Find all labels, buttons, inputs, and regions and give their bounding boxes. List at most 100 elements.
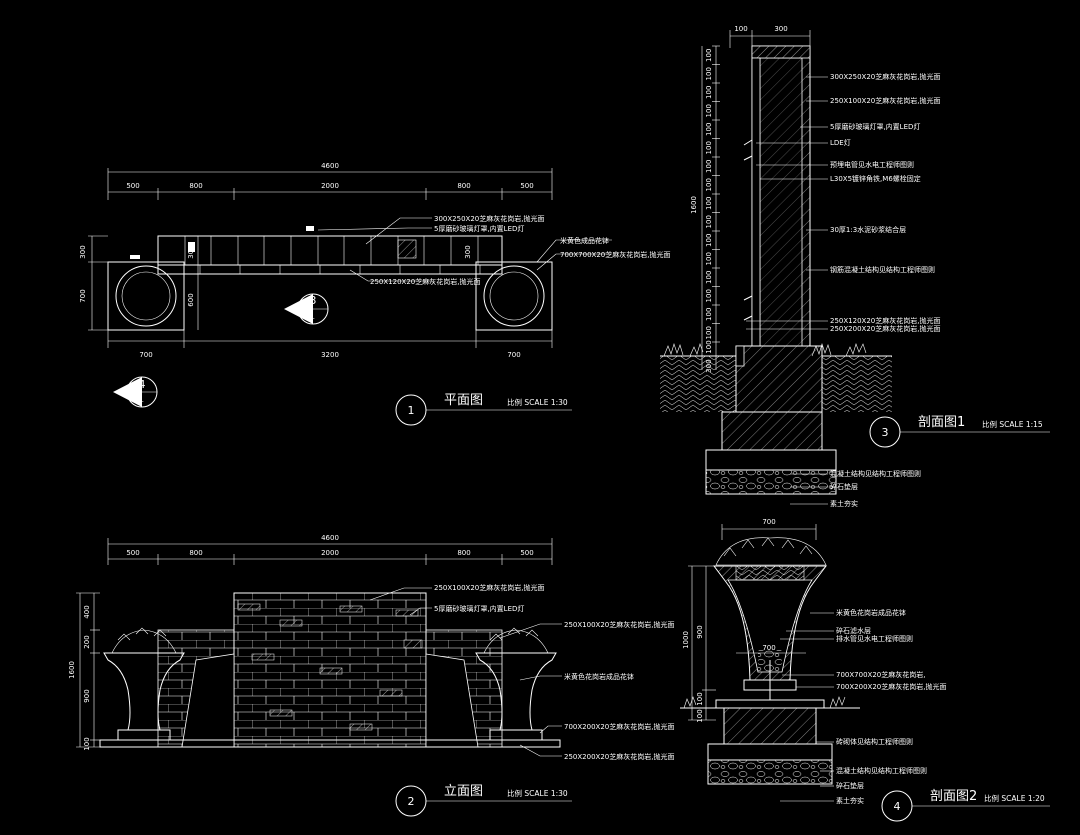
svg-text:–: –: [140, 397, 144, 405]
plan-dim-bottom-2: 3200: [321, 351, 339, 359]
plan-dim-total: 4600: [321, 162, 339, 170]
elev-title: 立面图: [444, 784, 483, 799]
plan-dim-d: 800: [457, 182, 470, 190]
s2-scale: 比例 SCALE 1:20: [984, 793, 1045, 803]
s1-dim-top-1: 100: [734, 25, 747, 33]
elev-dim-c: 2000: [321, 549, 339, 557]
s2-note-4: 700X700X20芝麻灰花岗岩,: [836, 670, 925, 679]
elev-note-1: 250X100X20芝麻灰花岗岩,抛光面: [434, 583, 544, 592]
section-marker-4: 4 –: [113, 376, 158, 408]
plan-scale: 比例 SCALE 1:30: [507, 397, 568, 407]
plan-dim-left-1: 300: [79, 245, 87, 258]
s1-dim-step: 100: [705, 160, 713, 173]
plan-dim-inner-2: 600: [187, 293, 195, 306]
s1-dim-step: 100: [705, 308, 713, 321]
plan-note-3: 米黄色成品花钵: [560, 236, 609, 245]
section2-view: 700 700 1000 900 100 100 米: [680, 518, 1050, 822]
s1-dim-step: 100: [705, 326, 713, 339]
elev-dim-left-4: 100: [83, 737, 91, 750]
plan-note-5: 250X120X20芝麻灰花岗岩,抛光面: [370, 277, 480, 286]
s1-dim-step: 100: [705, 67, 713, 80]
s1-dim-step: 100: [705, 178, 713, 191]
s1-dim-step: 100: [705, 141, 713, 154]
s1-note-9: 250X120X20芝麻灰花岗岩,抛光面: [830, 316, 940, 325]
s1-note-11: 混凝土结构见结构工程师图则: [830, 469, 921, 478]
s1-dim-step: 100: [705, 271, 713, 284]
s2-note-2: 碎石滤水层: [836, 626, 871, 635]
s1-dim-step: 100: [705, 49, 713, 62]
plan-dim-c: 2000: [321, 182, 339, 190]
s2-note-7: 混凝土结构见结构工程师图则: [836, 766, 927, 775]
s2-dim-left-2: 900: [696, 625, 704, 638]
plan-note-4: 700X700X20芝麻灰花岗岩,抛光面: [560, 250, 670, 259]
plan-number: 1: [408, 404, 415, 417]
s2-note-3: 排水管见水电工程师图则: [836, 634, 913, 643]
s2-dim-left-3: 100: [696, 692, 704, 705]
s1-note-12: 碎石垫层: [830, 482, 858, 491]
s2-number: 4: [894, 800, 901, 813]
elev-note-4: 米黄色花岗岩成品花钵: [564, 672, 634, 681]
s2-dim-left-4: 100: [696, 709, 704, 722]
plan-dim-inner-1: 300: [187, 245, 195, 258]
svg-text:3: 3: [310, 294, 317, 307]
plan-dim-e: 500: [520, 182, 533, 190]
plan-dim-b: 800: [189, 182, 202, 190]
elev-note-5: 700X200X20芝麻灰花岗岩,抛光面: [564, 722, 674, 731]
s1-dim-step: 100: [705, 289, 713, 302]
s1-note-10: 250X200X20芝麻灰花岗岩,抛光面: [830, 324, 940, 333]
s2-dim-left-1: 1000: [682, 631, 690, 649]
s1-dim-step: 100: [705, 234, 713, 247]
elev-scale: 比例 SCALE 1:30: [507, 788, 568, 798]
s2-note-8: 碎石垫层: [836, 781, 864, 790]
s1-note-2: 250X100X20芝麻灰花岗岩,抛光面: [830, 96, 940, 105]
elev-note-6: 250X200X20芝麻灰花岗岩,抛光面: [564, 752, 674, 761]
elev-dim-left-total: 1600: [68, 661, 76, 679]
plan-dim-bottom-1: 700: [139, 351, 152, 359]
elev-note-3: 250X100X20芝麻灰花岗岩,抛光面: [564, 620, 674, 629]
s1-note-3: 5厚磨砂玻璃灯罩,内置LED灯: [830, 122, 920, 131]
elev-dim-total: 4600: [321, 534, 339, 542]
s1-dim-step: 100: [705, 252, 713, 265]
s1-note-8: 钢筋混凝土结构见结构工程师图则: [830, 265, 935, 274]
elev-dim-left-1: 400: [83, 605, 91, 618]
svg-text:–: –: [311, 314, 315, 322]
s2-note-9: 素土夯实: [836, 796, 864, 805]
s1-dim-step: 100: [705, 104, 713, 117]
s1-dim-bottom-1: 100: [705, 340, 713, 353]
elev-dim-a: 500: [126, 549, 139, 557]
plan-title: 平面图: [444, 393, 483, 408]
s1-dim-top-2: 300: [774, 25, 787, 33]
s1-dim-step: 100: [705, 215, 713, 228]
s1-dim-step: 100: [705, 86, 713, 99]
svg-text:4: 4: [139, 378, 146, 391]
s1-note-4: LDE灯: [830, 138, 851, 147]
elev-dim-b: 800: [189, 549, 202, 557]
s2-note-1: 米黄色花岗岩成品花钵: [836, 608, 906, 617]
s1-title: 剖面图1: [918, 415, 965, 430]
elev-dim-left-2: 200: [83, 635, 91, 648]
s2-title: 剖面图2: [930, 789, 977, 804]
s2-dim-top: 700: [762, 518, 775, 526]
s1-note-7: 30厚1:3水泥砂浆结合层: [830, 225, 906, 234]
s2-note-5: 700X200X20芝麻灰花岗岩,抛光面: [836, 682, 946, 691]
section1-view: 100 300 1600 100100100100100100100100100…: [660, 25, 1050, 508]
s1-dim-step: 100: [705, 197, 713, 210]
s1-note-13: 素土夯实: [830, 499, 858, 508]
elev-note-2: 5厚磨砂玻璃灯罩,内置LED灯: [434, 604, 524, 613]
plan-dim-left-2: 700: [79, 289, 87, 302]
plan-view: 4600 500 800 2000 800 500: [79, 162, 670, 426]
s1-number: 3: [882, 426, 889, 439]
plan-note-1: 300X250X20芝麻灰花岗岩,抛光面: [434, 214, 544, 223]
s2-dim-inner: 700: [762, 644, 775, 652]
s1-note-1: 300X250X20芝麻灰花岗岩,抛光面: [830, 72, 940, 81]
s1-dim-total: 1600: [690, 196, 698, 214]
s1-scale: 比例 SCALE 1:15: [982, 419, 1043, 429]
section-marker-3: 3 –: [284, 293, 329, 325]
s1-note-5: 预埋电管见水电工程师图则: [830, 160, 914, 169]
plan-dim-bottom-3: 700: [507, 351, 520, 359]
elev-dim-left-3: 900: [83, 689, 91, 702]
s2-note-6: 砖砌体见结构工程师图则: [836, 737, 913, 746]
s1-dim-step: 100: [705, 123, 713, 136]
plan-note-2: 5厚磨砂玻璃灯罩,内置LED灯: [434, 224, 524, 233]
